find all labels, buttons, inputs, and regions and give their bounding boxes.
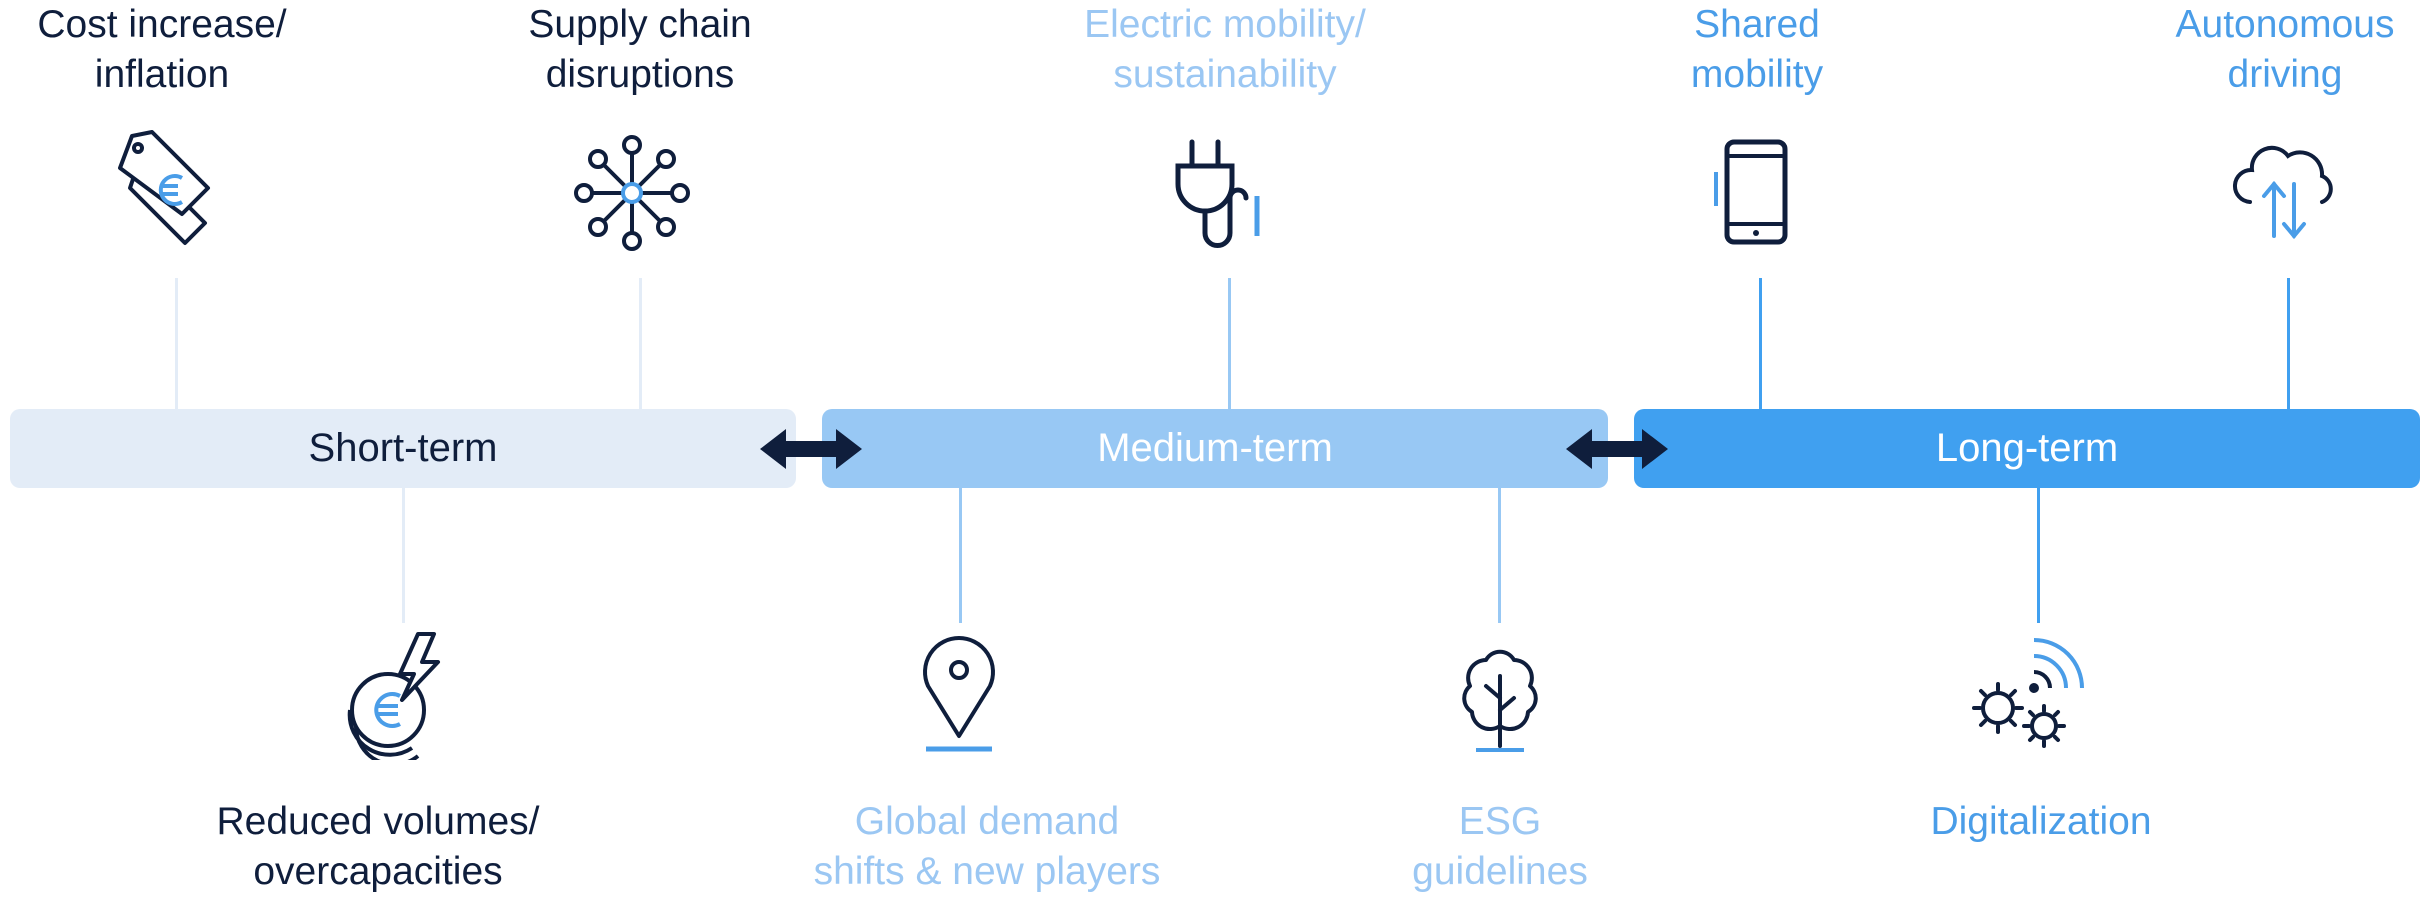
phase-short-term: Short-term xyxy=(10,409,796,488)
connector-cost xyxy=(175,278,178,409)
phase-long-term: Long-term xyxy=(1634,409,2420,488)
label-reduced-volumes: Reduced volumes/ overcapacities xyxy=(216,800,540,893)
connector-digital xyxy=(2037,488,2040,623)
smartphone-icon xyxy=(1714,139,1788,245)
connector-shared xyxy=(1759,278,1762,409)
label-cost-increase: Cost increase/ inflation xyxy=(37,3,287,96)
network-hub-icon xyxy=(574,135,690,251)
phase-medium-term: Medium-term xyxy=(822,409,1608,488)
cloud-transfer-icon xyxy=(2233,145,2333,240)
connector-global xyxy=(959,488,962,623)
label-esg-guidelines: ESG guidelines xyxy=(1412,800,1588,893)
connector-autonomous xyxy=(2287,278,2290,409)
label-electric-mobility: Electric mobility/ sustainability xyxy=(1084,3,1366,96)
location-pin-icon xyxy=(923,636,995,752)
phase-short-term-label: Short-term xyxy=(308,426,498,470)
phase-medium-term-label: Medium-term xyxy=(1097,426,1333,470)
label-global-demand: Global demand shifts & new players xyxy=(813,800,1161,893)
label-shared-mobility: Shared mobility xyxy=(1690,3,1824,96)
price-tag-euro-icon xyxy=(118,130,210,245)
phase-long-term-label: Long-term xyxy=(1935,426,2119,470)
plug-icon xyxy=(1175,139,1260,248)
connector-supply xyxy=(639,278,642,409)
tree-icon xyxy=(1462,649,1538,752)
label-autonomous-driving: Autonomous driving xyxy=(2175,3,2395,96)
connector-electric xyxy=(1228,278,1231,409)
label-supply-chain: Supply chain disruptions xyxy=(528,3,752,96)
double-arrow-icon xyxy=(760,429,862,469)
euro-coins-lightning-icon xyxy=(347,632,440,760)
connector-esg xyxy=(1498,488,1501,623)
double-arrow-icon xyxy=(1566,429,1668,469)
gears-wifi-icon xyxy=(1972,638,2084,748)
label-digitalization: Digitalization xyxy=(1930,800,2152,843)
connector-reduced xyxy=(402,488,405,623)
